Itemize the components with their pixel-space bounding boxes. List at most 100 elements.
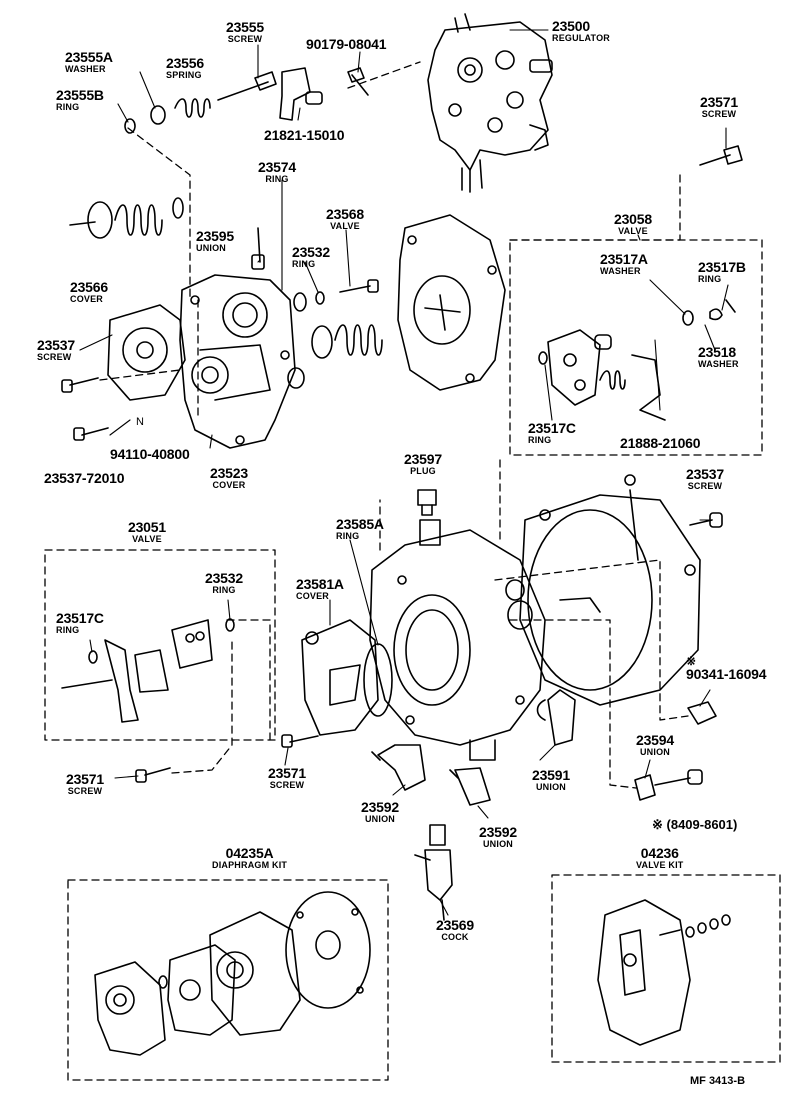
part-name: UNION	[535, 782, 566, 792]
valve-23568	[339, 279, 379, 293]
label-21888-21060: 21888-21060	[620, 435, 701, 451]
part-name: COVER	[212, 480, 246, 490]
screw-23571-left	[135, 767, 171, 783]
label-23568: 23568 VALVE	[326, 207, 364, 231]
part-number: 23517C	[528, 420, 576, 436]
part-name: SPRING	[166, 70, 202, 80]
part-name: UNION	[482, 839, 513, 849]
dashed-assembly-lines	[44, 61, 781, 1081]
bracket-21821	[279, 67, 323, 121]
part-name: DIAPHRAGM KIT	[212, 860, 288, 870]
part-number: 23537	[37, 337, 75, 353]
screw-23571-mid	[281, 734, 319, 748]
part-number: 23581A	[296, 576, 344, 592]
part-number: 04235A	[225, 845, 274, 861]
screw-90179	[347, 67, 369, 96]
part-name: REGULATOR	[552, 33, 610, 43]
part-name: RING	[56, 102, 80, 112]
leader-lines	[79, 29, 729, 916]
union-23592-left	[371, 744, 426, 791]
label-23566: 23566 COVER	[70, 280, 108, 304]
part-name: RING	[212, 585, 236, 595]
label-23517b: 23517B RING	[698, 260, 746, 284]
union-23591	[536, 689, 576, 746]
ring-23555b	[124, 118, 136, 134]
label-23058: 23058 VALVE	[614, 212, 652, 236]
ring-23574	[293, 292, 307, 312]
part-number: 23537-72010	[44, 470, 125, 486]
label-23591: 23591 UNION	[532, 768, 570, 792]
regulator-assembly	[427, 13, 553, 193]
label-23585a: 23585A RING	[336, 517, 384, 541]
part-name: SCREW	[67, 786, 103, 796]
date-range-note: ※ (8409-8601)	[652, 817, 738, 832]
part-name: RING	[292, 259, 316, 269]
part-number: 21821-15010	[264, 127, 345, 143]
label-94110-40800: 94110-40800	[110, 447, 190, 461]
part-name: RING	[698, 274, 722, 284]
part-name: VALVE KIT	[636, 860, 684, 870]
label-23051: 23051 VALVE	[128, 520, 166, 544]
label-23594: 23594 UNION	[636, 733, 674, 757]
valve-23058-parts	[538, 299, 736, 421]
part-name: SCREW	[227, 34, 263, 44]
label-90179-08041: 90179-08041	[306, 36, 387, 52]
label-23517c-left: 23517C RING	[56, 611, 104, 635]
part-number: 23556	[166, 55, 204, 71]
part-number: 23500	[552, 18, 590, 34]
part-number: 23597	[404, 451, 442, 467]
part-number: 21888-21060	[620, 435, 701, 451]
part-number: 23594	[636, 732, 674, 748]
label-23532-left: 23532 RING	[205, 571, 243, 595]
part-name: RING	[265, 174, 289, 184]
ring-23532-top	[315, 291, 325, 305]
part-name: RING	[56, 625, 80, 635]
label-23571-left: 23571 SCREW	[66, 772, 104, 796]
label-23595: 23595 UNION	[196, 229, 234, 253]
label-23592-left: 23592 UNION	[361, 800, 399, 824]
part-number: 23568	[326, 206, 364, 222]
plug-90341	[687, 701, 717, 725]
part-number: 90179-08041	[306, 36, 387, 52]
part-number: 23585A	[336, 516, 384, 532]
label-23555b: 23555B RING	[56, 88, 104, 112]
label-23500: 23500 REGULATOR	[552, 19, 610, 43]
valve-kit-drawing	[597, 899, 731, 1046]
label-21821-15010: 21821-15010	[264, 127, 345, 143]
valve-23051-parts	[61, 618, 235, 723]
part-number: 23051	[128, 519, 166, 535]
part-name: VALVE	[132, 534, 162, 544]
part-name: RING	[528, 435, 552, 445]
diaphragm-kit-drawing	[94, 891, 371, 1056]
part-number: 23517A	[600, 251, 648, 267]
part-number: 04236	[640, 845, 679, 861]
right-diaphragm-cover	[519, 474, 701, 706]
part-number: 23532	[205, 570, 243, 586]
part-name: WASHER	[600, 266, 641, 276]
part-name: WASHER	[65, 64, 106, 74]
part-number: 23571	[66, 771, 104, 787]
part-name: VALVE	[618, 226, 648, 236]
spring-middle	[287, 324, 383, 389]
part-number: 94110-40800	[110, 446, 190, 462]
label-23597: 23597 PLUG	[404, 452, 442, 476]
part-name: PLUG	[410, 466, 436, 476]
label-23537-left: 23537 SCREW	[37, 338, 75, 362]
part-name: UNION	[639, 747, 670, 757]
part-number: 23574	[258, 159, 296, 175]
label-04236: 04236 VALVE KIT	[636, 846, 683, 870]
cover-23566	[107, 304, 186, 401]
part-number: 23523	[210, 465, 248, 481]
cover-23581a	[301, 619, 379, 736]
part-number: 23555	[226, 19, 264, 35]
label-23555: 23555 SCREW	[226, 20, 264, 44]
part-number: 23518	[698, 344, 736, 360]
part-number: 23537	[686, 466, 724, 482]
part-number: 23566	[70, 279, 108, 295]
label-23537-right: 23537 SCREW	[686, 467, 724, 491]
plug-23597	[417, 489, 437, 516]
union-23594	[634, 769, 703, 801]
part-name: SCREW	[701, 109, 737, 119]
part-name: WASHER	[698, 359, 739, 369]
